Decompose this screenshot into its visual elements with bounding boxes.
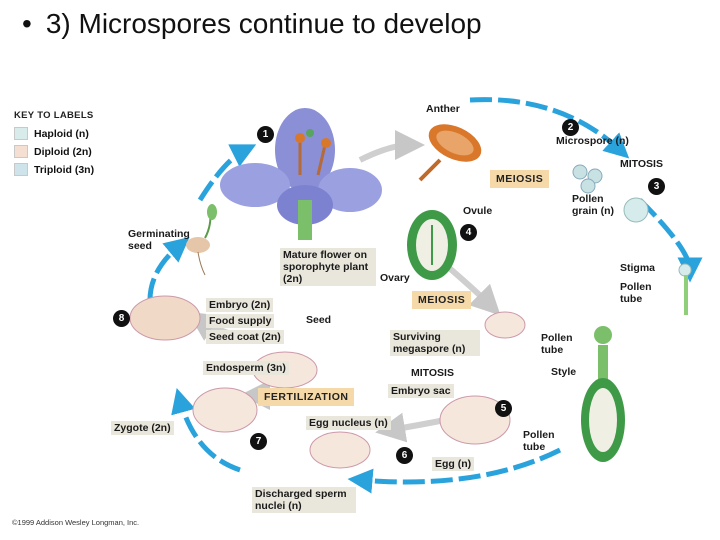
label-pollen-tube-bottom: Pollen tube bbox=[523, 429, 555, 453]
copyright-notice: ©1999 Addison Wesley Longman, Inc. bbox=[12, 518, 140, 527]
key-to-labels: KEY TO LABELS Haploid (n) Diploid (2n) T… bbox=[14, 110, 94, 181]
microspore-illustration bbox=[572, 164, 603, 194]
germinating-seed-illustration bbox=[186, 204, 217, 276]
label-embryo-sac: Embryo sac bbox=[388, 384, 454, 398]
flower-illustration bbox=[220, 108, 382, 240]
label-pollen-grain: Pollen grain (n) bbox=[572, 193, 614, 217]
pollen-grain-illustration bbox=[623, 197, 649, 223]
megaspore-illustration bbox=[484, 311, 526, 339]
label-zygote: Zygote (2n) bbox=[111, 421, 174, 435]
label-seed-coat: Seed coat (2n) bbox=[206, 330, 284, 344]
label-germinating-seed: Germinating seed bbox=[128, 228, 190, 252]
key-label: Haploid (n) bbox=[34, 127, 89, 140]
label-stigma: Stigma bbox=[620, 262, 656, 274]
cycle-arrow-right bbox=[638, 198, 703, 283]
cycle-arrow-left-top bbox=[147, 236, 190, 301]
swatch-haploid bbox=[14, 127, 28, 140]
label-style: Style bbox=[551, 366, 577, 378]
label-mitosis-top: MITOSIS bbox=[620, 158, 663, 170]
label-pollen-tube-right: Pollen tube bbox=[620, 281, 652, 305]
label-endosperm: Endosperm (3n) bbox=[203, 361, 289, 375]
pistil-illustration bbox=[581, 263, 692, 462]
title-text: 3) Microspores continue to develop bbox=[45, 8, 482, 39]
seed-illustration bbox=[129, 295, 201, 341]
cycle-arrow-top bbox=[469, 97, 630, 159]
label-egg-nucleus: Egg nucleus (n) bbox=[306, 416, 391, 430]
slide-title: • 3) Microspores continue to develop bbox=[22, 4, 482, 44]
label-food-supply: Food supply bbox=[206, 314, 275, 328]
label-anther: Anther bbox=[426, 103, 460, 115]
key-title: KEY TO LABELS bbox=[14, 110, 94, 121]
stage-fertilization: FERTILIZATION bbox=[258, 388, 355, 406]
key-label: Triploid (3n) bbox=[34, 163, 95, 176]
label-surviving-megaspore: Surviving megaspore (n) bbox=[390, 330, 480, 356]
cycle-arrow-germinate bbox=[197, 144, 257, 202]
stage-meiosis-top: MEIOSIS bbox=[490, 170, 550, 188]
label-pollen-tube-mid: Pollen tube bbox=[541, 332, 573, 356]
key-item: Triploid (3n) bbox=[14, 163, 94, 176]
step-number-4: 4 bbox=[460, 224, 477, 241]
key-item: Diploid (2n) bbox=[14, 145, 94, 158]
inner-arrow-embryo bbox=[375, 412, 446, 443]
cycle-arrow-bottom bbox=[347, 447, 562, 494]
embryo-sac-illustration bbox=[439, 395, 511, 445]
inner-arrow-anther bbox=[358, 130, 425, 163]
anther-illustration bbox=[418, 124, 482, 182]
step-number-3: 3 bbox=[648, 178, 665, 195]
step-number-8: 8 bbox=[113, 310, 130, 327]
key-item: Haploid (n) bbox=[14, 127, 94, 140]
swatch-diploid bbox=[14, 145, 28, 158]
title-bullet: • bbox=[22, 8, 32, 39]
label-egg: Egg (n) bbox=[432, 457, 475, 471]
key-label: Diploid (2n) bbox=[34, 145, 92, 158]
label-sperm-nuclei: Discharged sperm nuclei (n) bbox=[252, 487, 356, 513]
label-ovary: Ovary bbox=[380, 272, 410, 284]
step-number-5: 5 bbox=[495, 400, 512, 417]
ovule-illustration bbox=[407, 210, 457, 280]
swatch-triploid bbox=[14, 163, 28, 176]
stage-meiosis-mid: MEIOSIS bbox=[412, 291, 472, 309]
label-mature-flower: Mature flower on sporophyte plant (2n) bbox=[280, 248, 376, 286]
label-microspore: Microspore (n) bbox=[556, 135, 629, 147]
label-mitosis-mid: MITOSIS bbox=[411, 367, 454, 379]
step-number-6: 6 bbox=[396, 447, 413, 464]
step-number-2: 2 bbox=[562, 119, 579, 136]
label-seed: Seed bbox=[306, 314, 332, 326]
zygote-illustration bbox=[192, 387, 258, 433]
label-ovule: Ovule bbox=[463, 205, 493, 217]
step-number-1: 1 bbox=[257, 126, 274, 143]
egg-nucleus-illustration bbox=[309, 431, 371, 469]
step-number-7: 7 bbox=[250, 433, 267, 450]
label-embryo: Embryo (2n) bbox=[206, 298, 274, 312]
cycle-arrow-left-bottom bbox=[171, 387, 241, 473]
